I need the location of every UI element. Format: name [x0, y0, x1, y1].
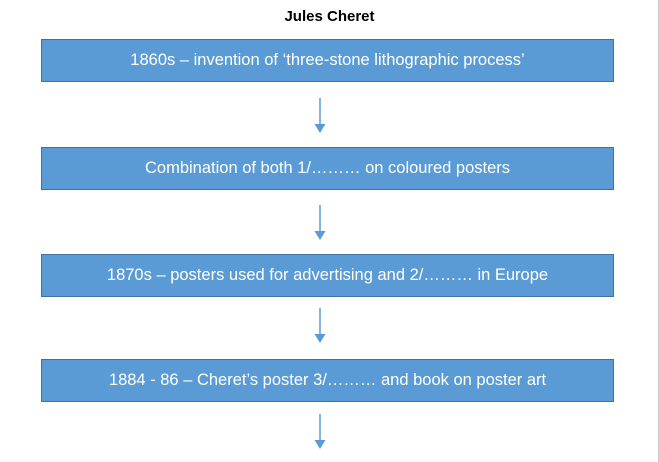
- flow-step-3-text: 1870s – posters used for advertising and…: [106, 266, 549, 284]
- flow-arrow-1: [313, 98, 327, 134]
- flow-arrow-4: [313, 414, 327, 450]
- flow-step-1-text: 1860s – invention of ‘three-stone lithog…: [130, 51, 525, 69]
- flow-step-2: Combination of both 1/……… on coloured po…: [41, 147, 614, 190]
- flow-step-3: 1870s – posters used for advertising and…: [41, 254, 614, 297]
- flow-step-2-text: Combination of both 1/……… on coloured po…: [144, 159, 511, 177]
- flow-arrow-2: [313, 205, 327, 241]
- flow-step-4: 1884 - 86 – Cheret’s poster 3/……… and bo…: [41, 359, 614, 402]
- diagram-title: Jules Cheret: [284, 8, 375, 25]
- flow-step-4-text: 1884 - 86 – Cheret’s poster 3/……… and bo…: [108, 371, 547, 389]
- flow-arrow-3: [313, 308, 327, 344]
- flow-step-1: 1860s – invention of ‘three-stone lithog…: [41, 39, 614, 82]
